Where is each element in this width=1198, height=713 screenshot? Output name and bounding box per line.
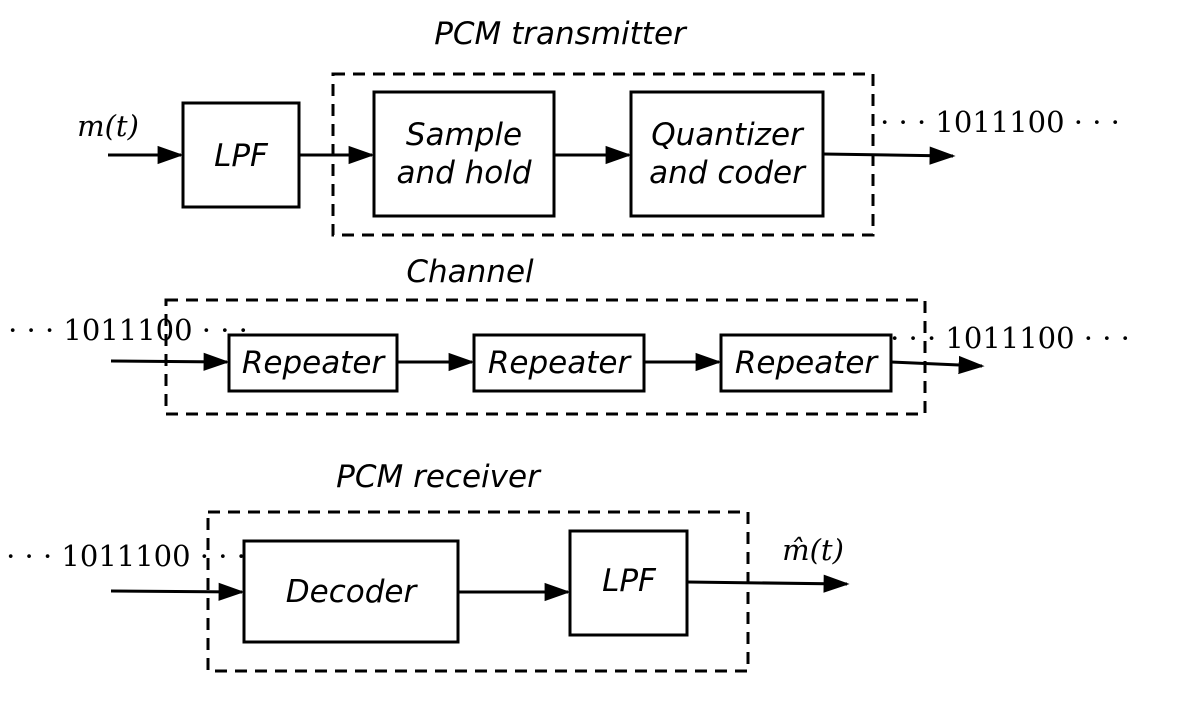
transmitter-lpf-block [181,101,301,209]
repeater-3-label: Repeater [735,345,880,381]
channel-title: Channel [406,254,534,290]
transmitter-title: PCM transmitter [434,16,688,52]
channel-input-arrow [110,352,230,371]
transmitter-lpf-label: LPF [214,138,269,174]
quantizer-coder-block [629,90,825,218]
receiver-input-bits: · · · 1011100 · · · [6,539,246,573]
receiver-title: PCM receiver [336,459,542,495]
transmitter-output-arrow [822,146,956,165]
receiver-dashed-boundary [206,510,750,673]
receiver-lpf-label: LPF [602,563,657,599]
receiver-output-arrow [686,574,850,593]
transmitter-section: PCM transmitter m(t) LPF Sample and hold… [77,16,1120,237]
decoder-block [242,539,460,644]
receiver-output-label: m̂(t) [782,533,844,567]
channel-output-arrow [890,355,985,375]
repeater-2-label: Repeater [488,345,633,381]
input-signal-label: m(t) [77,109,139,143]
receiver-input-arrow [110,582,245,601]
channel-section: Channel · · · 1011100 · · · Repeater Rep… [8,254,1130,416]
quantizer-coder-label-line1: Quantizer [651,117,805,153]
decoder-label: Decoder [286,574,419,610]
channel-input-bits: · · · 1011100 · · · [8,313,248,347]
transmitter-output-bits: · · · 1011100 · · · [880,105,1120,139]
sample-and-hold-label-line1: Sample [406,117,522,153]
quantizer-coder-label-line2: and coder [649,155,807,191]
repeater-2-block [472,333,646,393]
repeater-1-label: Repeater [242,345,387,381]
sample-and-hold-block [372,90,556,218]
sample-and-hold-label-line2: and hold [396,155,531,191]
channel-output-bits: · · · 1011100 · · · [890,321,1130,355]
channel-dashed-boundary [164,298,927,416]
receiver-section: PCM receiver · · · 1011100 · · · Decoder… [6,459,850,673]
